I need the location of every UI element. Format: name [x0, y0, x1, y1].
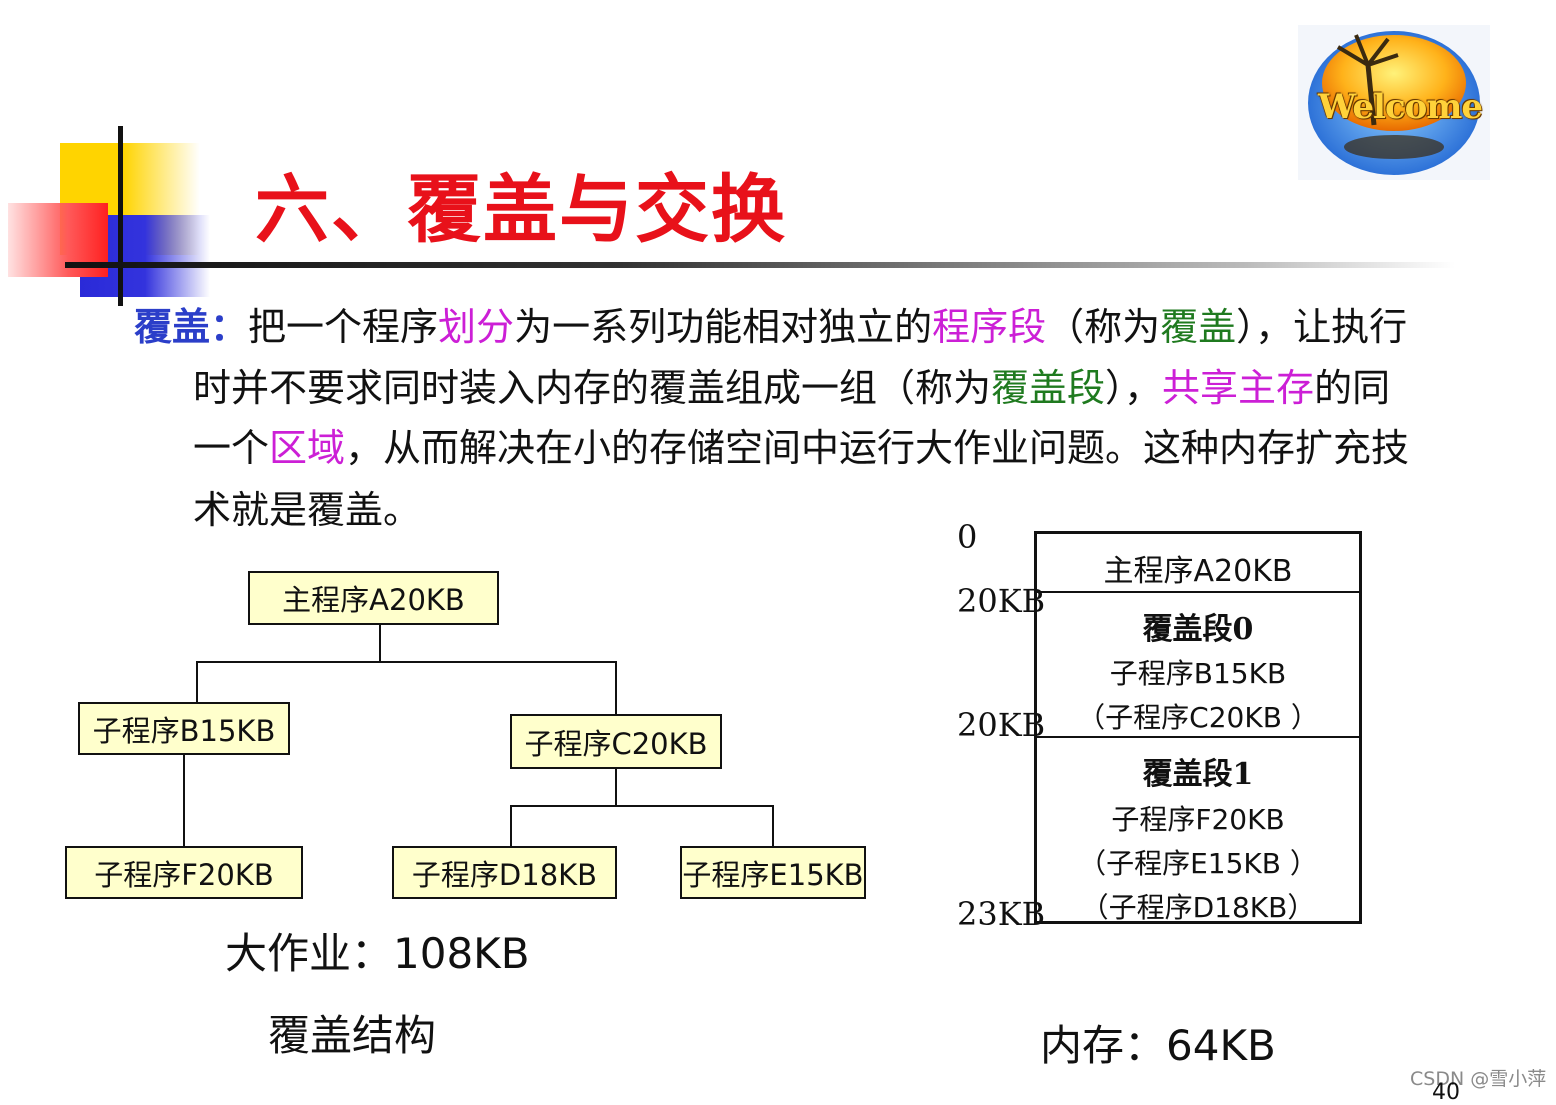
tree-node-c: 子程序C20KB: [510, 714, 722, 769]
tree-connector: [379, 624, 381, 662]
slide-title: 六、覆盖与交换: [255, 167, 787, 253]
text: （称为: [1046, 305, 1161, 349]
overlay-segment-1-d: （子程序D18KB）: [1080, 891, 1316, 924]
text: 把一个程序: [248, 305, 439, 349]
highlight-program-segment: 程序段: [932, 305, 1047, 349]
tree-node-f: 子程序F20KB: [65, 846, 303, 899]
highlight-region: 区域: [269, 426, 346, 470]
job-size-line: 大作业：108KB: [225, 920, 530, 981]
job-label: 大作业：: [225, 929, 394, 978]
tree-connector: [615, 661, 617, 714]
text: ），: [1105, 366, 1163, 410]
tree-connector: [196, 661, 617, 663]
addr-20kb-b: 20KB: [957, 706, 1046, 744]
para-line-1: 覆盖：把一个程序划分为一系列功能相对独立的程序段（称为覆盖），让执行: [134, 297, 1407, 357]
text: 为一系列功能相对独立的: [514, 305, 933, 349]
tree-caption: 覆盖结构: [268, 1011, 437, 1060]
colon: ：: [210, 304, 249, 349]
tree-node-b: 子程序B15KB: [78, 702, 290, 755]
addr-0: 0: [957, 518, 978, 556]
tree-connector: [183, 753, 185, 846]
tree-connector: [196, 661, 198, 702]
tree-connector: [772, 805, 774, 846]
overlay-segment-0-c: （子程序C20KB ）: [1077, 701, 1319, 734]
welcome-logo: Welcome: [1298, 25, 1490, 180]
overlay-segment-1-title: 覆盖段1: [1142, 757, 1254, 792]
para-line-2: 时并不要求同时装入内存的覆盖组成一组（称为覆盖段），共享主存的同: [193, 358, 1390, 418]
page-number: 40: [1432, 1080, 1460, 1105]
overlay-segment-1-f: 子程序F20KB: [1111, 803, 1285, 836]
text: ），让执行: [1236, 305, 1408, 349]
tree-node-d: 子程序D18KB: [392, 846, 617, 899]
watermark: CSDN @雪小萍: [1410, 1068, 1547, 1090]
tree-node-main-a: 主程序A20KB: [248, 571, 499, 625]
beach-icon: [1308, 31, 1480, 175]
term-overlay: 覆盖: [134, 304, 211, 349]
highlight-overlay-segment: 覆盖段: [991, 366, 1106, 410]
text: 一个: [193, 426, 270, 470]
tree-node-e: 子程序E15KB: [680, 846, 866, 899]
text: 时并不要求同时装入内存的覆盖组成一组（称为: [193, 366, 992, 410]
highlight-divide: 划分: [438, 305, 515, 349]
memory-label: 内存：: [1040, 1021, 1167, 1070]
tree-connector: [510, 805, 512, 846]
memory-block: 主程序A20KB 覆盖段0 子程序B15KB （子程序C20KB ） 覆盖段1 …: [1034, 531, 1362, 924]
overlay-segment-0-b: 子程序B15KB: [1109, 657, 1287, 690]
memory-divider: [1037, 736, 1359, 738]
para-line-3: 一个区域，从而解决在小的存储空间中运行大作业问题。这种内存扩充技: [193, 418, 1409, 478]
highlight-overlay: 覆盖: [1160, 305, 1237, 349]
para-line-4: 术就是覆盖。: [193, 488, 422, 532]
tree-connector: [615, 767, 617, 806]
memory-size-line: 内存：64KB: [1040, 1012, 1276, 1073]
overlay-segment-0-title: 覆盖段0: [1142, 612, 1254, 647]
memory-divider: [1037, 591, 1359, 593]
title-underline: [65, 262, 1455, 268]
highlight-shared-memory: 共享主存: [1162, 366, 1315, 410]
memory-size: 64KB: [1166, 1021, 1276, 1070]
text: ，从而解决在小的存储空间中运行大作业问题。这种内存扩充技: [345, 426, 1410, 470]
welcome-text: Welcome: [1318, 87, 1483, 127]
job-size: 108KB: [393, 929, 530, 978]
text: 的同: [1314, 366, 1391, 410]
decor-vertical-line: [118, 126, 123, 306]
overlay-segment-1-e: （子程序E15KB ）: [1078, 847, 1318, 880]
addr-23kb: 23KB: [957, 895, 1046, 933]
tree-connector: [510, 805, 774, 807]
memory-main-program: 主程序A20KB: [1103, 554, 1293, 589]
addr-20kb-a: 20KB: [957, 582, 1046, 620]
